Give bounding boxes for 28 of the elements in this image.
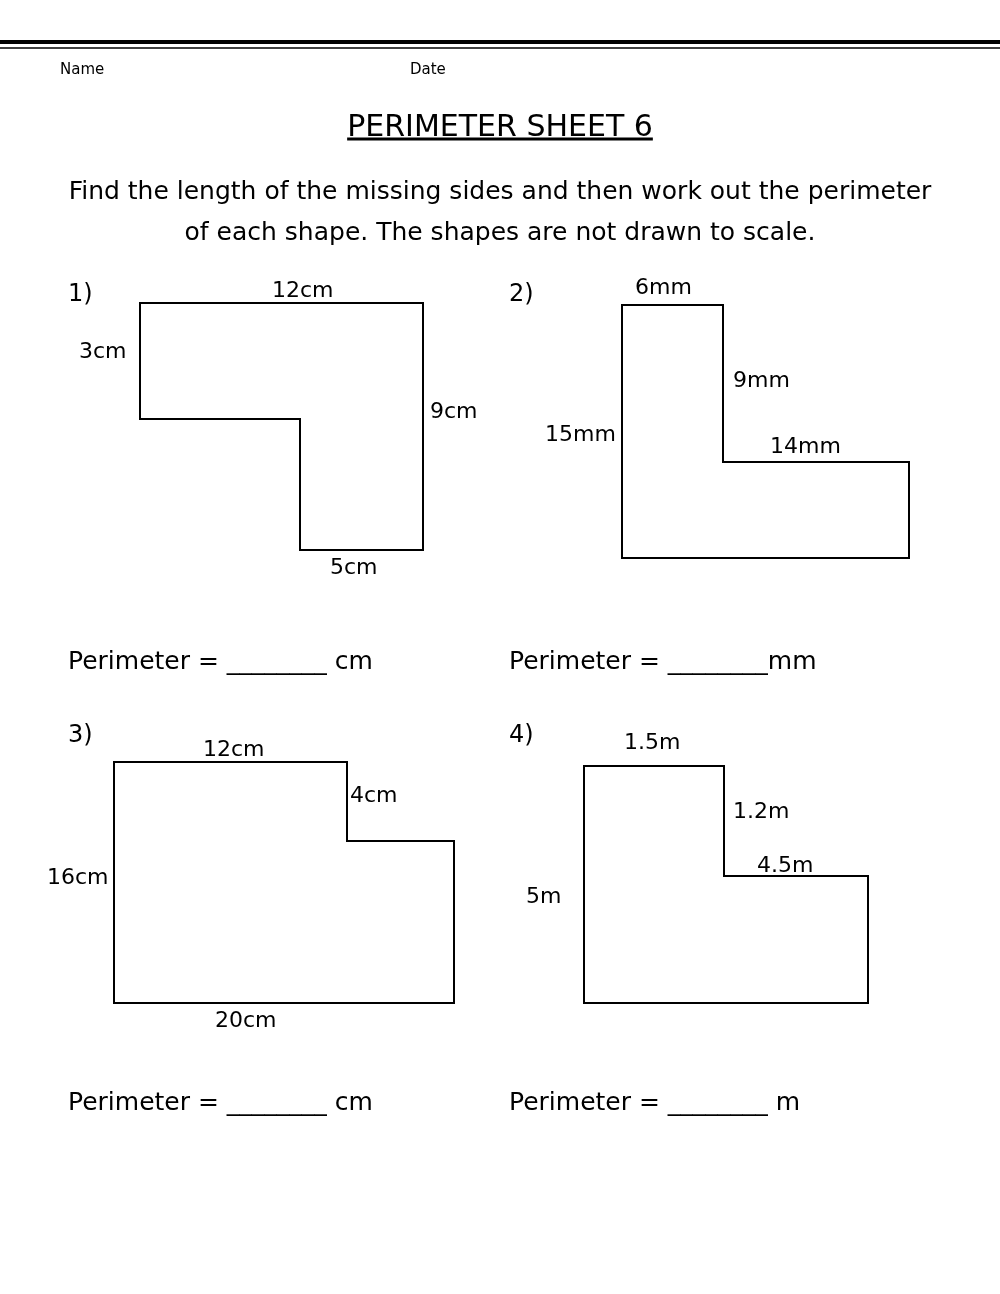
side-length: 16cm bbox=[47, 863, 109, 889]
side-length: 14mm bbox=[770, 432, 841, 458]
side-length: 1.2m bbox=[733, 797, 790, 823]
side-length: 20cm bbox=[215, 1006, 277, 1032]
question-number: 2) bbox=[509, 279, 534, 307]
side-length: 6mm bbox=[635, 273, 692, 299]
perimeter-answer: Perimeter = ________ m bbox=[509, 1086, 801, 1116]
worksheet-title: PERIMETER SHEET 6 bbox=[347, 107, 653, 143]
side-length: 9mm bbox=[733, 366, 790, 392]
perimeter-answer: Perimeter = ________mm bbox=[509, 645, 817, 675]
side-length: 3cm bbox=[79, 337, 127, 363]
question-number: 1) bbox=[68, 279, 93, 307]
side-length: 5cm bbox=[330, 553, 378, 579]
perimeter-answer: Perimeter = ________ cm bbox=[68, 1086, 373, 1116]
side-length: 12cm bbox=[203, 735, 265, 761]
instructions: Find the length of the missing sides and then work out the perimeter of each shape. The shapes are not drawn to scale. bbox=[67, 175, 933, 248]
side-length: 4.5m bbox=[757, 851, 814, 877]
perimeter-answer: Perimeter = ________ cm bbox=[68, 645, 373, 675]
side-length: 4cm bbox=[350, 781, 398, 807]
side-length: 9cm bbox=[430, 397, 478, 423]
name-label: Name bbox=[60, 60, 105, 78]
side-length: 15mm bbox=[545, 420, 616, 446]
side-length: 12cm bbox=[272, 276, 334, 302]
question-number: 3) bbox=[68, 720, 93, 748]
side-length: 5m bbox=[526, 882, 562, 908]
date-label: Date bbox=[410, 60, 446, 78]
question-number: 4) bbox=[509, 720, 534, 748]
side-length: 1.5m bbox=[624, 728, 681, 754]
